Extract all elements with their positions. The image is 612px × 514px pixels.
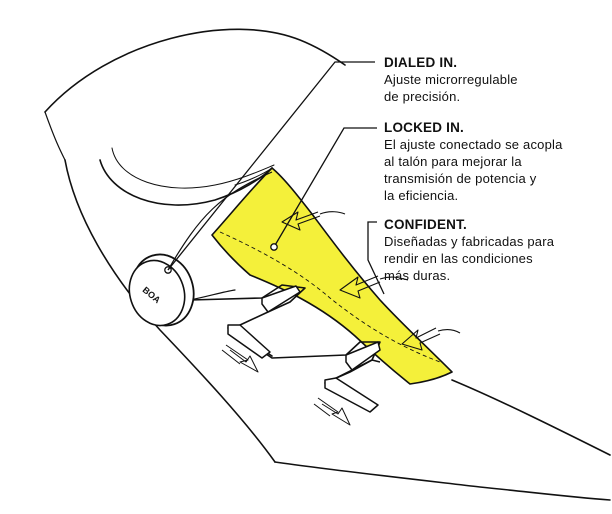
- locked-in-callout-dot: [270, 243, 278, 251]
- callout-dialed-in: DIALED IN. Ajuste microrregulable de pre…: [384, 54, 608, 105]
- shoe-outline: [44, 28, 611, 501]
- callout-confident: CONFIDENT. Diseñadas y fabricadas para r…: [384, 216, 608, 284]
- lace-path-dashed: [219, 231, 441, 363]
- dial-face: [128, 259, 186, 327]
- lace-channel: [211, 167, 453, 385]
- lace-guide-1: [261, 285, 301, 313]
- callout-locked-in: LOCKED IN. El ajuste conectado se acopla…: [384, 119, 608, 204]
- force-arrow-3: [401, 327, 441, 351]
- force-arrow-1: [281, 211, 321, 231]
- force-arrows: [281, 211, 461, 351]
- leader-confident: [367, 221, 385, 295]
- lace-channel-highlight: [211, 167, 453, 385]
- leader-locked-in: [273, 127, 377, 248]
- callout-body: Ajuste microrregulable de precisión.: [384, 72, 518, 104]
- lace-guide-4: [324, 377, 379, 413]
- callout-title: LOCKED IN.: [384, 120, 465, 135]
- callout-body: El ajuste conectado se acopla al talón p…: [384, 137, 563, 203]
- callout-body: Diseñadas y fabricadas para rendir en la…: [384, 234, 555, 283]
- boa-dial: BOA: [128, 253, 195, 327]
- callout-title: DIALED IN.: [384, 55, 458, 70]
- leader-dialed-in: [167, 61, 375, 271]
- callout-leaders: [167, 61, 385, 295]
- pressure-arrows: [221, 344, 351, 426]
- lace-guide-3: [345, 341, 381, 371]
- callout-title: CONFIDENT.: [384, 217, 467, 232]
- lace-guides: [227, 285, 381, 413]
- lace-guide-2: [227, 324, 271, 359]
- force-arrow-2: [339, 275, 381, 299]
